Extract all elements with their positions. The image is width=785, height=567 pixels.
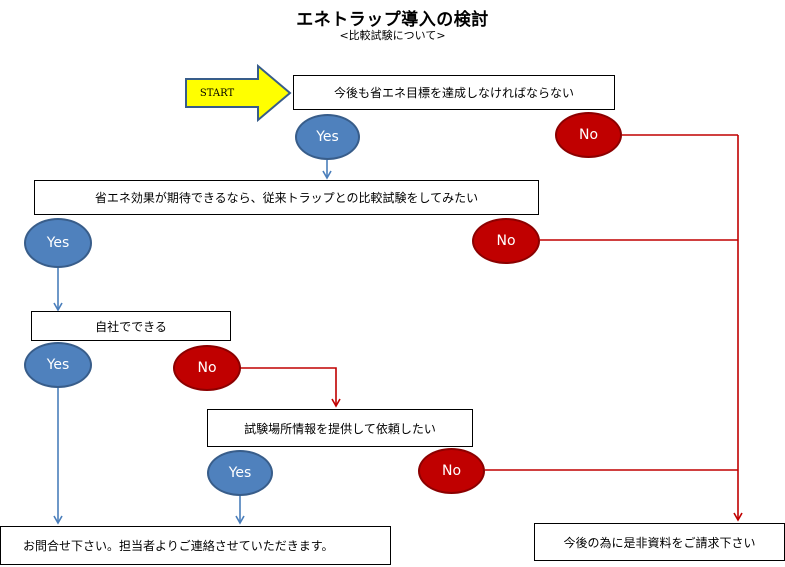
no-line-3 — [240, 367, 341, 408]
page-title: エネトラップ導入の検討 — [296, 10, 489, 30]
box-comparison-test: 省エネ効果が期待できるなら、従来トラップとの比較試験をしてみたい — [34, 180, 539, 215]
yes-oval-2: Yes — [24, 218, 92, 268]
page-subtitle: <比較試験について> — [339, 29, 446, 42]
box-request-materials: 今後の為に是非資料をご請求下さい — [534, 523, 785, 561]
yes-oval-1: Yes — [295, 114, 360, 160]
start-label: START — [199, 87, 235, 99]
no-oval-3: No — [173, 345, 241, 391]
no-oval-4: No — [418, 448, 485, 494]
start-arrow-shape — [185, 63, 292, 123]
no-oval-1: No — [555, 112, 622, 158]
yes-oval-3: Yes — [24, 342, 92, 388]
box-request-test: 試験場所情報を提供して依頼したい — [207, 409, 473, 447]
box-energy-goal: 今後も省エネ目標を達成しなければならない — [293, 75, 615, 110]
box-contact: お問合せ下さい。担当者よりご連絡させていただきます。 — [0, 526, 391, 565]
yes-oval-4: Yes — [207, 450, 273, 496]
no-oval-2: No — [472, 218, 540, 264]
box-inhouse: 自社でできる — [31, 311, 231, 341]
